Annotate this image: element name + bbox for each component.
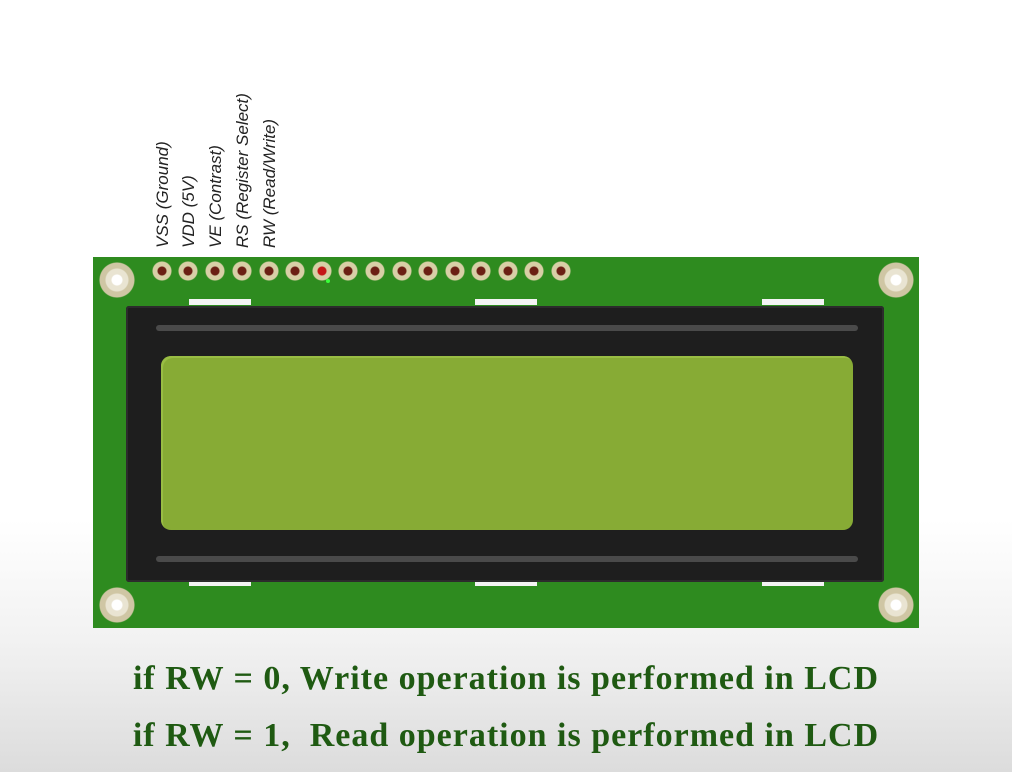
solder-pad <box>762 299 824 305</box>
header-pin <box>152 261 172 281</box>
pin-highlight-marker <box>326 279 330 283</box>
pin-label-ve: VE (Contrast) <box>206 145 225 248</box>
header-pin <box>178 261 198 281</box>
mount-hole-bottom-left <box>99 587 135 623</box>
header-pin-highlighted <box>312 261 332 281</box>
header-pin <box>524 261 544 281</box>
mount-hole-top-left <box>99 262 135 298</box>
header-pin <box>205 261 225 281</box>
solder-pad <box>762 580 824 586</box>
pin-label-rw: RW (Read/Write) <box>260 118 279 248</box>
bezel-groove-bottom <box>156 556 858 562</box>
header-pin <box>471 261 491 281</box>
bezel-groove-top <box>156 325 858 331</box>
mount-hole-bottom-right <box>878 587 914 623</box>
header-pin <box>418 261 438 281</box>
header-pin <box>498 261 518 281</box>
lcd-screen <box>161 356 853 530</box>
header-pin <box>259 261 279 281</box>
pin-label-rs: RS (Register Select) <box>233 93 252 248</box>
header-pin <box>285 261 305 281</box>
header-pin <box>338 261 358 281</box>
pin-label-vdd: VDD (5V) <box>179 175 198 248</box>
header-pin <box>232 261 252 281</box>
caption-rw-one: if RW = 1, Read operation is performed i… <box>132 717 880 754</box>
solder-pad <box>475 299 537 305</box>
mount-hole-top-right <box>878 262 914 298</box>
header-pin <box>551 261 571 281</box>
solder-pad <box>189 580 251 586</box>
header-pin <box>392 261 412 281</box>
caption-rw-zero: if RW = 0, Write operation is performed … <box>132 660 880 697</box>
pin-label-vss: VSS (Ground) <box>153 141 172 248</box>
header-pin <box>365 261 385 281</box>
solder-pad <box>475 580 537 586</box>
header-pin <box>445 261 465 281</box>
solder-pad <box>189 299 251 305</box>
